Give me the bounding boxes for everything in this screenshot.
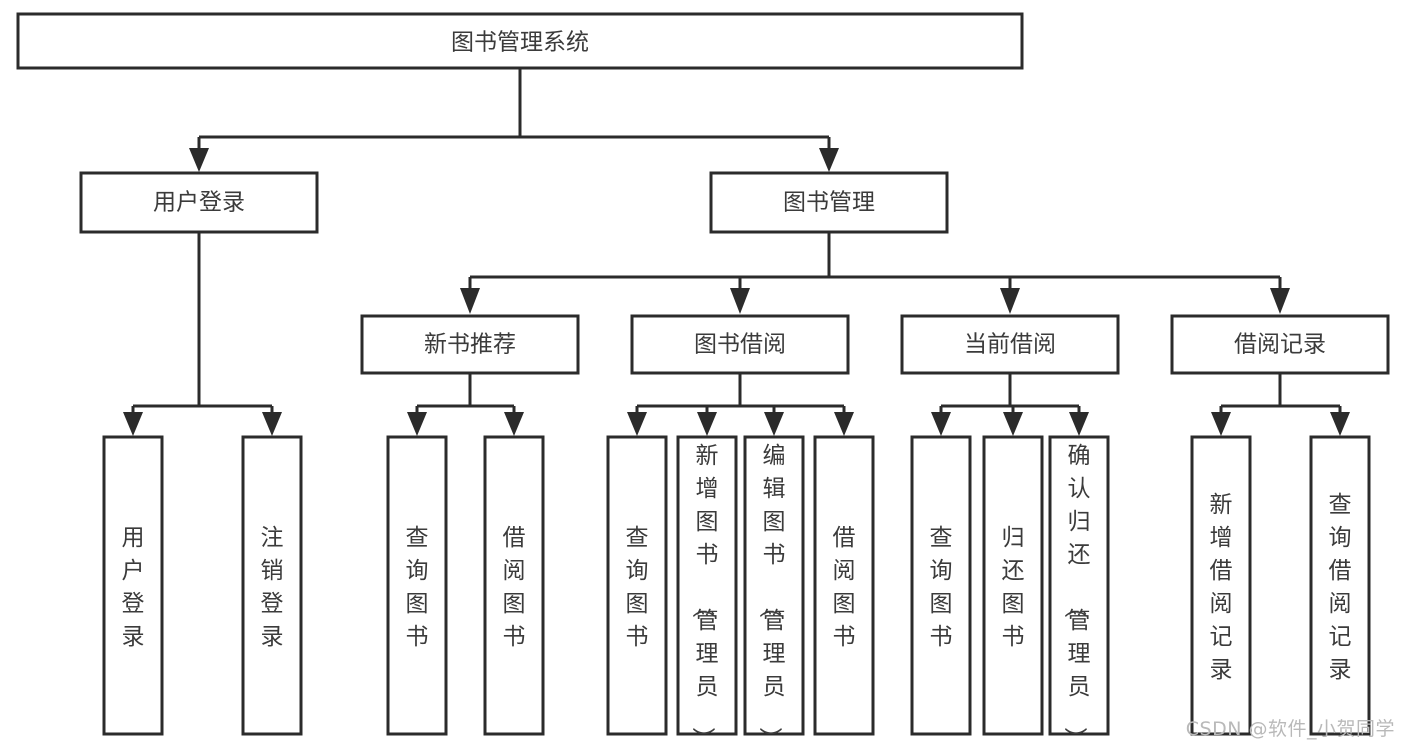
node-book-management-box[interactable] xyxy=(709,171,949,234)
leaf-node[interactable]: 新增图书（管理员） xyxy=(676,435,738,747)
leaf-node-label: 查询图书 xyxy=(930,525,953,650)
node-new-book-recommend-label: 新书推荐 xyxy=(424,332,516,358)
leaf-node[interactable]: 借阅图书 xyxy=(813,435,875,736)
arrow-nbr-leaf-2 xyxy=(504,412,524,436)
arrow-nbr-leaf-1 xyxy=(407,412,427,436)
arrow-cb-leaf-1 xyxy=(931,412,951,436)
arrow-bb-leaf-2 xyxy=(697,412,717,436)
leaf-node-box[interactable] xyxy=(982,435,1044,736)
node-root-system[interactable]: 图书管理系统 xyxy=(16,12,1024,70)
leaf-node[interactable]: 查询借阅记录 xyxy=(1309,435,1371,736)
leaf-node-label: 查询图书 xyxy=(406,525,429,650)
arrow-cb-leaf-3 xyxy=(1069,412,1089,436)
connector-group-user-login-children xyxy=(123,232,282,436)
node-book-management-label: 图书管理 xyxy=(783,190,875,216)
leaf-node[interactable]: 归还图书 xyxy=(982,435,1044,736)
leaf-node[interactable]: 注销登录 xyxy=(241,435,303,736)
node-user-login[interactable]: 用户登录 xyxy=(79,171,319,234)
leaf-node-label: 注销登录 xyxy=(261,525,284,650)
leaf-node-box[interactable] xyxy=(483,435,545,736)
leaf-node[interactable]: 新增借阅记录 xyxy=(1190,435,1252,736)
connector-group-borrow-record-children xyxy=(1211,373,1350,436)
node-borrow-record-label: 借阅记录 xyxy=(1234,332,1326,358)
leaf-node-box[interactable] xyxy=(606,435,668,736)
leaf-node-box[interactable] xyxy=(813,435,875,736)
arrow-bb-leaf-3 xyxy=(764,412,784,436)
node-book-management[interactable]: 图书管理 xyxy=(709,171,949,234)
node-borrow-record[interactable]: 借阅记录 xyxy=(1170,314,1390,375)
watermark-text: CSDN @软件_小贺同学 xyxy=(1185,718,1395,740)
leaf-node-box[interactable] xyxy=(386,435,448,736)
node-current-borrow-box[interactable] xyxy=(900,314,1120,375)
arrow-bb-leaf-1 xyxy=(627,412,647,436)
arrow-to-book-borrow xyxy=(730,288,750,314)
node-book-borrow-label: 图书借阅 xyxy=(694,332,786,358)
node-user-login-box[interactable] xyxy=(79,171,319,234)
arrow-br-leaf-1 xyxy=(1211,412,1231,436)
arrow-root-to-book-mgmt xyxy=(819,148,839,172)
leaf-node-label: 借阅图书 xyxy=(833,525,856,650)
leaf-node-box[interactable] xyxy=(241,435,303,736)
leaf-node-label: 确认归还（管理员） xyxy=(1062,443,1091,747)
leaf-node[interactable]: 查询图书 xyxy=(386,435,448,736)
leaf-node-label: 新增借阅记录 xyxy=(1210,492,1233,683)
connector-group-book-mgmt-children xyxy=(460,232,1290,314)
leaf-node-box[interactable] xyxy=(743,435,805,736)
leaf-node-box[interactable] xyxy=(676,435,738,736)
connector-group-current-borrow-children xyxy=(931,373,1089,436)
leaf-node[interactable]: 确认归还（管理员） xyxy=(1048,435,1110,747)
leaf-node-label: 归还图书 xyxy=(1002,525,1025,650)
leaf-node[interactable]: 借阅图书 xyxy=(483,435,545,736)
connector-group-book-borrow-children xyxy=(627,373,854,436)
leaf-node-label: 用户登录 xyxy=(122,525,145,650)
connector-group-new-book-recommend-children xyxy=(407,373,524,436)
node-root-system-box[interactable] xyxy=(16,12,1024,70)
leaf-node[interactable]: 用户登录 xyxy=(102,435,164,736)
leaf-node-label: 编辑图书（管理员） xyxy=(757,443,786,747)
arrow-cb-leaf-2 xyxy=(1003,412,1023,436)
leaf-node-box[interactable] xyxy=(1048,435,1110,736)
node-user-login-label: 用户登录 xyxy=(153,190,245,216)
arrow-bb-leaf-4 xyxy=(834,412,854,436)
leaf-node-label: 新增图书（管理员） xyxy=(690,443,719,747)
arrow-root-to-user-login xyxy=(189,148,209,172)
node-borrow-record-box[interactable] xyxy=(1170,314,1390,375)
arrow-br-leaf-2 xyxy=(1330,412,1350,436)
leaf-node-label: 查询图书 xyxy=(626,525,649,650)
node-current-borrow[interactable]: 当前借阅 xyxy=(900,314,1120,375)
arrow-to-current-borrow xyxy=(1000,288,1020,314)
node-new-book-recommend[interactable]: 新书推荐 xyxy=(360,314,580,375)
arrow-to-leaf-user-login xyxy=(123,412,143,436)
leaf-node-box[interactable] xyxy=(910,435,972,736)
leaf-node[interactable]: 编辑图书（管理员） xyxy=(743,435,805,747)
node-current-borrow-label: 当前借阅 xyxy=(964,332,1056,358)
connector-group-root-to-level2 xyxy=(189,68,839,172)
arrow-to-leaf-logout-login xyxy=(262,412,282,436)
leaf-node-label: 借阅图书 xyxy=(503,525,526,650)
leaf-node-box[interactable] xyxy=(102,435,164,736)
leaf-node-label: 查询借阅记录 xyxy=(1329,492,1352,683)
leaf-node[interactable]: 查询图书 xyxy=(606,435,668,736)
leaf-node-box[interactable] xyxy=(1190,435,1252,736)
arrow-to-new-book-recommend xyxy=(460,288,480,314)
leaf-node-box[interactable] xyxy=(1309,435,1371,736)
node-new-book-recommend-box[interactable] xyxy=(360,314,580,375)
leaf-node[interactable]: 查询图书 xyxy=(910,435,972,736)
arrow-to-borrow-record xyxy=(1270,288,1290,314)
node-book-borrow[interactable]: 图书借阅 xyxy=(630,314,850,375)
leaf-node-layer: 用户登录 注销登录 查询图书 借阅图书 查询图书 新增图书（管理员） 编辑图书（管理员） 借阅… xyxy=(102,435,1371,747)
node-book-borrow-box[interactable] xyxy=(630,314,850,375)
node-root-system-label: 图书管理系统 xyxy=(451,30,589,56)
